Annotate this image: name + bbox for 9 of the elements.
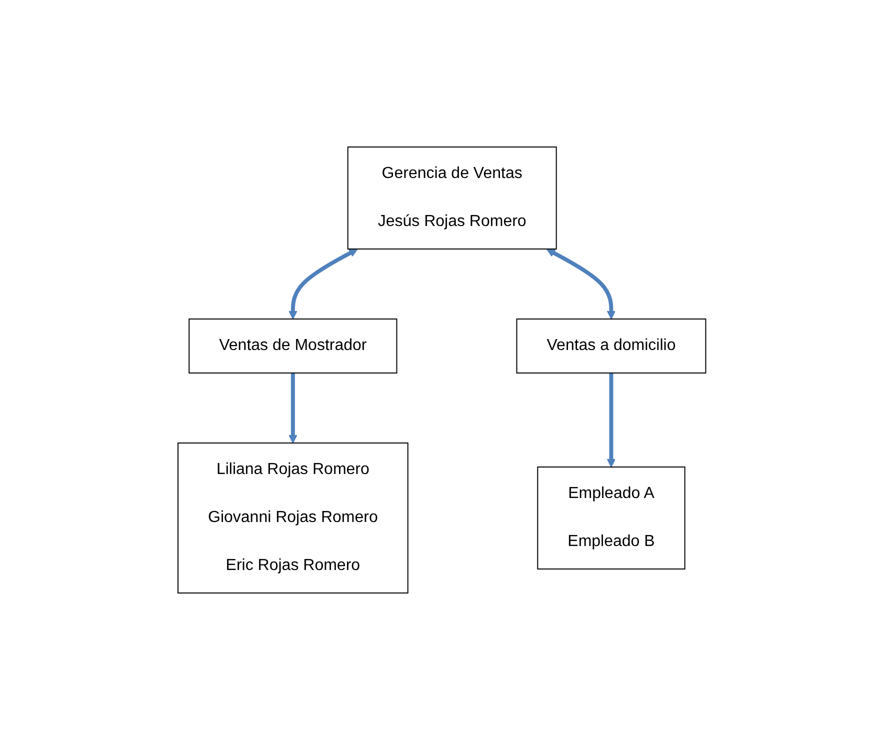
arrow — [546, 248, 616, 320]
arrow — [288, 373, 298, 444]
arrow — [606, 373, 616, 468]
node-box: Empleado A Empleado B — [537, 466, 686, 570]
arrow — [288, 248, 358, 320]
node-box: Liliana Rojas Romero Giovanni Rojas Romero Eric Rojas Romero — [178, 442, 408, 594]
node-box: Ventas de Mostrador — [188, 318, 398, 374]
node-box: Ventas a domicilio — [516, 318, 706, 374]
node-box: Gerencia de Ventas Jesús Rojas Romero — [347, 146, 557, 250]
